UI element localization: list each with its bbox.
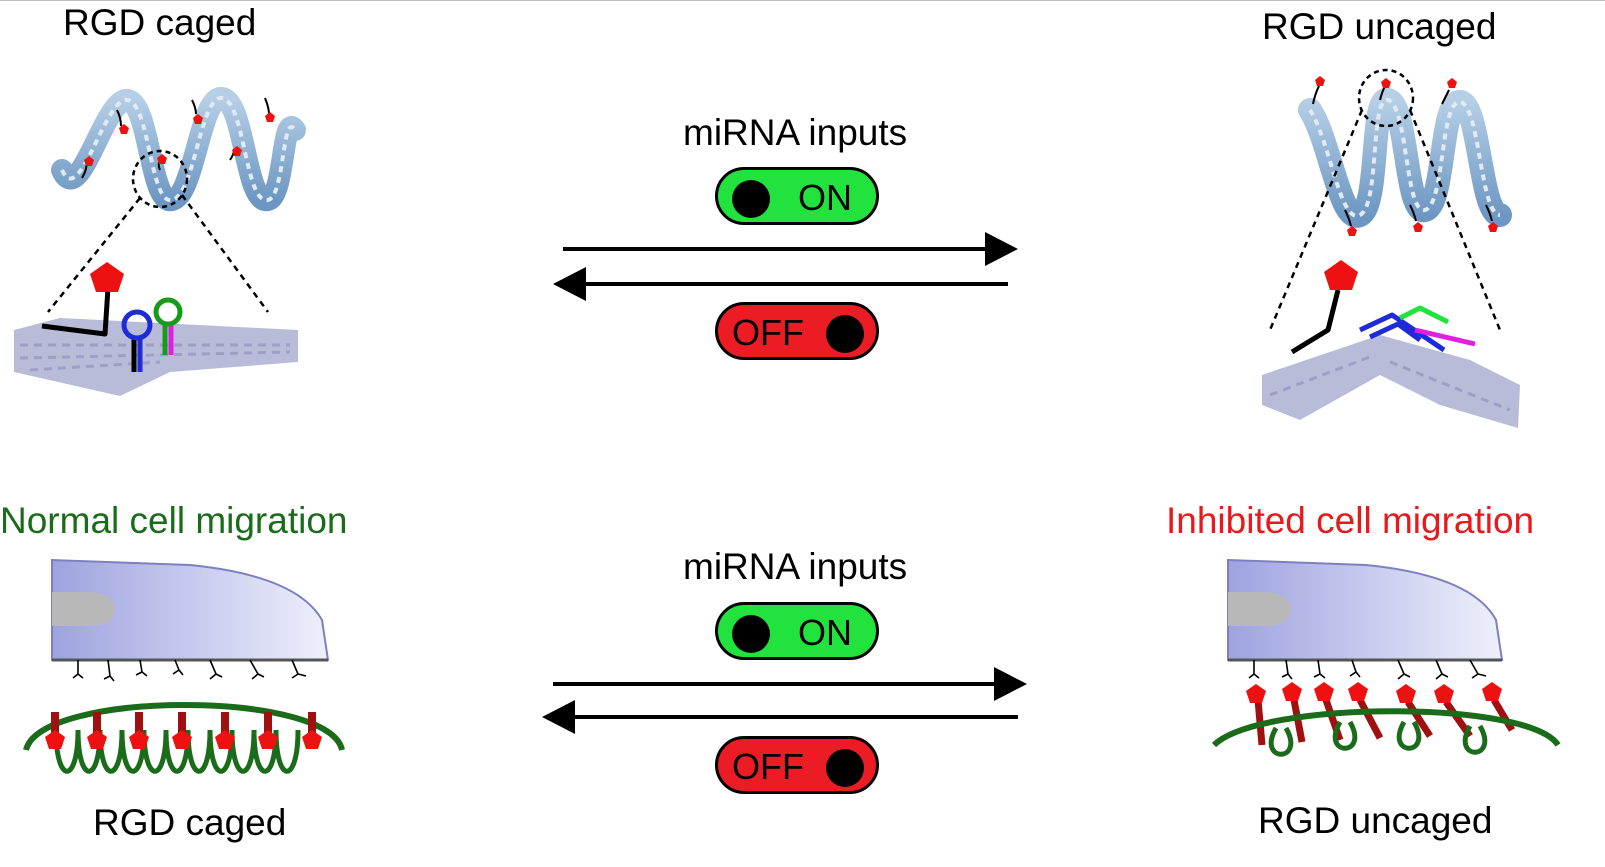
dna-hairpin-icon (121, 309, 153, 341)
uncaged-peptides (1312, 76, 1498, 236)
zoom-line (47, 197, 141, 313)
inhibited-migration-title: Inhibited cell migration (1166, 500, 1535, 541)
caged-helix-icon (51, 87, 306, 211)
zoom-circle (1357, 68, 1415, 128)
uncaged-rgd-peptides (1246, 682, 1516, 746)
top-left-label: RGD caged (63, 2, 257, 43)
cell-icon (51, 558, 330, 662)
caged-peptides (81, 97, 275, 179)
bottom-on-switch: ON (715, 602, 879, 660)
switch-knob-icon (826, 749, 864, 787)
dna-hairpin-icon (153, 297, 183, 327)
bottom-right-label: RGD uncaged (1258, 800, 1493, 841)
integrin-receptors (72, 659, 307, 682)
reverse-arrowhead-icon (542, 700, 575, 734)
dna-scaffold (14, 318, 298, 396)
top-on-switch: ON (715, 167, 879, 225)
bottom-left-label: RGD caged (93, 802, 287, 843)
dna-scaffold (1262, 335, 1520, 428)
zoom-line (180, 194, 270, 313)
zoom-circle (131, 149, 189, 209)
on-label: ON (798, 612, 852, 653)
off-label: OFF (732, 746, 804, 787)
switch-knob-icon (732, 180, 770, 218)
bottom-arrows (542, 667, 1027, 734)
caged-rgd-peptides (45, 712, 322, 749)
rgd-linker (41, 287, 111, 337)
bottom-off-switch: OFF (715, 736, 879, 794)
on-label: ON (798, 177, 852, 218)
cell-icon (1227, 558, 1504, 662)
top-right-label: RGD uncaged (1262, 6, 1497, 47)
switch-knob-icon (732, 615, 770, 653)
forward-arrowhead-icon (985, 232, 1018, 266)
off-label: OFF (732, 312, 804, 353)
reverse-arrowhead-icon (553, 267, 586, 301)
rgd-pentagon-icon (90, 262, 124, 292)
normal-migration-title: Normal cell migration (0, 500, 348, 541)
zoom-line (1408, 109, 1502, 331)
zoom-line (1268, 109, 1364, 331)
switch-knob-icon (826, 315, 864, 353)
bottom-input-label: miRNA inputs (683, 546, 908, 587)
uncaged-helix-icon (1298, 88, 1512, 228)
top-input-label: miRNA inputs (683, 112, 908, 153)
forward-arrowhead-icon (994, 667, 1027, 701)
uncaged-polymer-icon (1211, 708, 1561, 757)
bound-integrin-receptors (1248, 659, 1487, 680)
top-arrows (553, 232, 1018, 301)
top-off-switch: OFF (715, 302, 879, 360)
rgd-pentagon-icon (1324, 260, 1358, 290)
rgd-linker (1290, 289, 1341, 355)
